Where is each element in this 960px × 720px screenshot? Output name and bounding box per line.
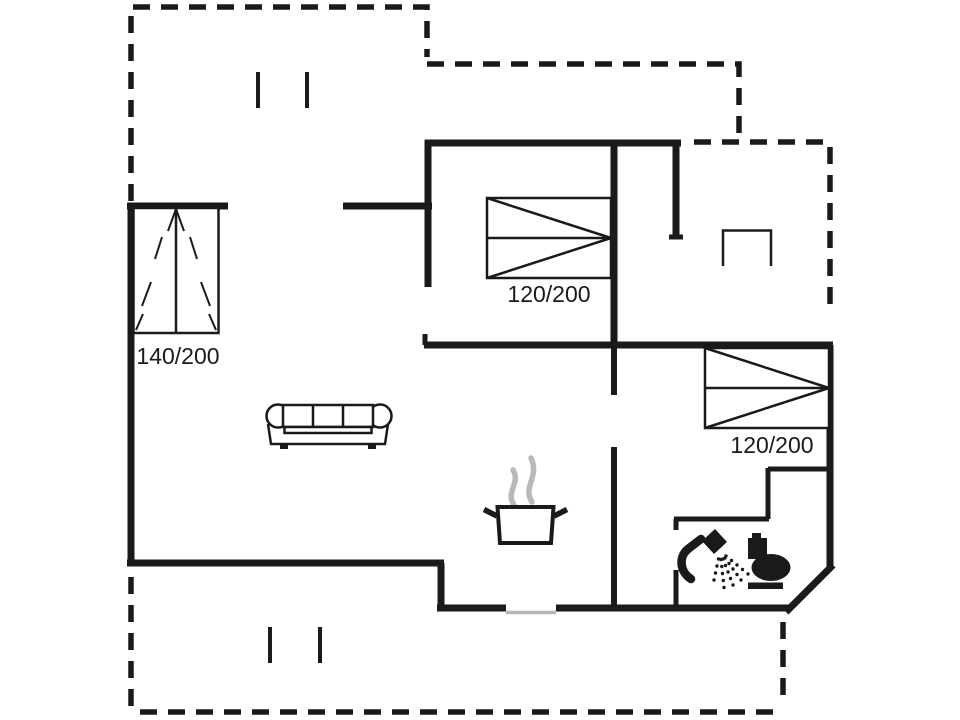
- shower-icon: [677, 529, 750, 590]
- steam-icon: [508, 455, 537, 508]
- double-bed-icon: [132, 206, 220, 335]
- shower-spray-dots: [712, 554, 750, 590]
- terrace-boundary-bottom: [128, 577, 786, 715]
- single-bed-top-size-label: 120/200: [507, 281, 590, 307]
- wall-end-caps: [422, 234, 683, 345]
- single-bed-top-icon: [485, 196, 613, 280]
- single-bed-right-icon: [703, 346, 831, 430]
- cooking-pot-icon: [482, 505, 569, 545]
- single-bed-right-size-label: 120/200: [730, 432, 813, 458]
- bathroom-walls: [673, 466, 830, 608]
- toilet-icon: [748, 533, 791, 589]
- terrace-boundary-top: [128, 4, 833, 315]
- sofa-icon: [265, 403, 393, 449]
- double-bed-size-label: 140/200: [136, 343, 219, 369]
- door-opening-ticks: [256, 72, 322, 663]
- side-table-icon: [721, 229, 773, 266]
